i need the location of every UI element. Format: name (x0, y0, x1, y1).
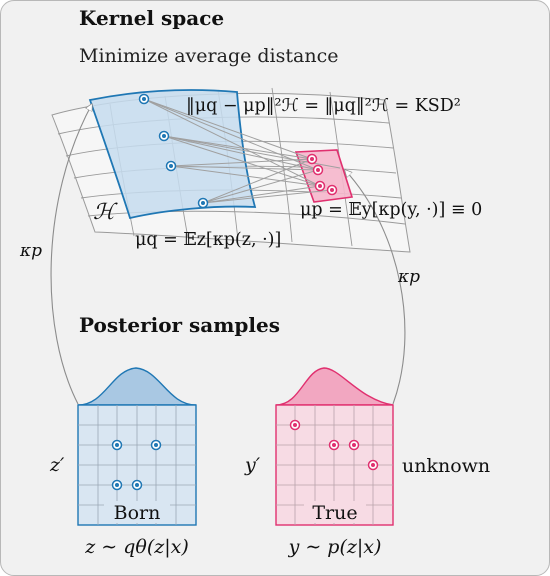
unknown-label: unknown (402, 455, 490, 477)
born-box-label: Born (114, 502, 161, 524)
kernel-point-pink (326, 184, 338, 196)
sample-point-blue (111, 439, 123, 451)
true-distribution-label: y ∼ p(z|x) (288, 536, 382, 558)
sample-point-pink (348, 439, 360, 451)
ksd-equation: ‖μq − μp‖²ℋ = ‖μq‖²ℋ = KSD² (186, 96, 461, 116)
sample-point-blue (131, 479, 143, 491)
born-density-curve (77, 367, 197, 406)
kernel-point-blue (158, 130, 170, 142)
sample-point-pink (367, 459, 379, 471)
sample-point-pink (289, 419, 301, 431)
mu-p-equation: μp = 𝔼y[κp(y, ·)] ≡ 0 (300, 200, 482, 220)
true-density-curve (275, 367, 394, 406)
sample-point-blue (150, 439, 162, 451)
kernel-label-left: κp (19, 241, 42, 261)
born-sample-box (77, 367, 197, 526)
true-box-label: True (312, 502, 357, 524)
kernel-label-right: κp (397, 267, 420, 287)
kernel-point-blue (138, 93, 150, 105)
hilbert-space-label: ℋ (93, 200, 118, 225)
kernel-point-blue (197, 197, 209, 209)
mu-q-points (138, 93, 209, 209)
kernel-space-subtitle: Minimize average distance (79, 45, 338, 67)
kernel-point-pink (314, 180, 326, 192)
kernel-point-pink (312, 164, 324, 176)
sample-point-blue (111, 479, 123, 491)
born-axis-label: z′ (49, 454, 65, 476)
mu-q-equation: μq = 𝔼z[κp(z, ·)] (135, 230, 281, 250)
distance-lines (143, 98, 341, 204)
true-axis-label: y′ (244, 454, 261, 476)
true-sample-box (275, 367, 394, 526)
mu-p-points (306, 153, 338, 196)
kernel-point-blue (165, 160, 177, 172)
posterior-samples-title: Posterior samples (79, 313, 280, 337)
mu-q-region (88, 89, 257, 220)
born-distribution-label: z ∼ qθ(z|x) (84, 536, 189, 558)
kernel-map-arrow-right (345, 170, 406, 405)
kernel-space-title: Kernel space (79, 6, 224, 30)
kernel-point-pink (306, 153, 318, 165)
sample-point-pink (328, 439, 340, 451)
kernel-map-arrow-left (50, 104, 92, 405)
